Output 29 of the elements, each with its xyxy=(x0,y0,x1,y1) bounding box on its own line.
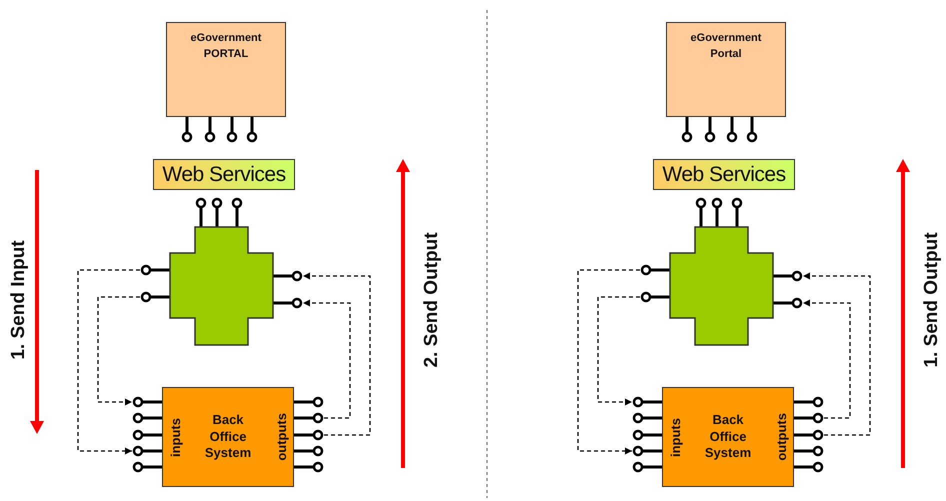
portal-title: eGovernment Portal xyxy=(690,31,762,62)
dashed-arrow xyxy=(597,296,640,406)
cross-shape xyxy=(670,227,773,345)
portal-box xyxy=(666,22,786,117)
dashed-arrow xyxy=(803,300,851,419)
web-services-label: Web Services xyxy=(662,162,786,186)
portal-title: eGovernment PORTAL xyxy=(190,31,262,62)
dashed-arrow xyxy=(803,272,871,436)
step-label: 2. Send Output xyxy=(421,232,443,368)
dashed-arrow xyxy=(577,269,640,454)
outputs-label: outputs xyxy=(774,413,788,461)
back-office-box xyxy=(662,387,794,487)
outputs-label: outputs xyxy=(274,413,288,461)
portal-box xyxy=(166,22,286,117)
cross-shape xyxy=(170,227,273,345)
web-services-bar xyxy=(153,159,295,190)
back-office-box xyxy=(162,387,294,487)
step-label: 1. Send Input xyxy=(8,240,30,360)
dashed-arrow xyxy=(97,296,140,406)
web-services-label: Web Services xyxy=(162,162,286,186)
web-services-bar xyxy=(653,159,795,190)
back-office-title: Back Office System xyxy=(704,412,752,462)
step-label: 1. Send Output xyxy=(921,232,943,368)
dashed-arrow xyxy=(303,300,351,419)
dashed-arrow xyxy=(303,272,371,436)
dashed-arrow xyxy=(77,269,140,454)
inputs-label: inputs xyxy=(668,418,682,456)
back-office-title: Back Office System xyxy=(204,412,252,462)
inputs-label: inputs xyxy=(168,418,182,456)
